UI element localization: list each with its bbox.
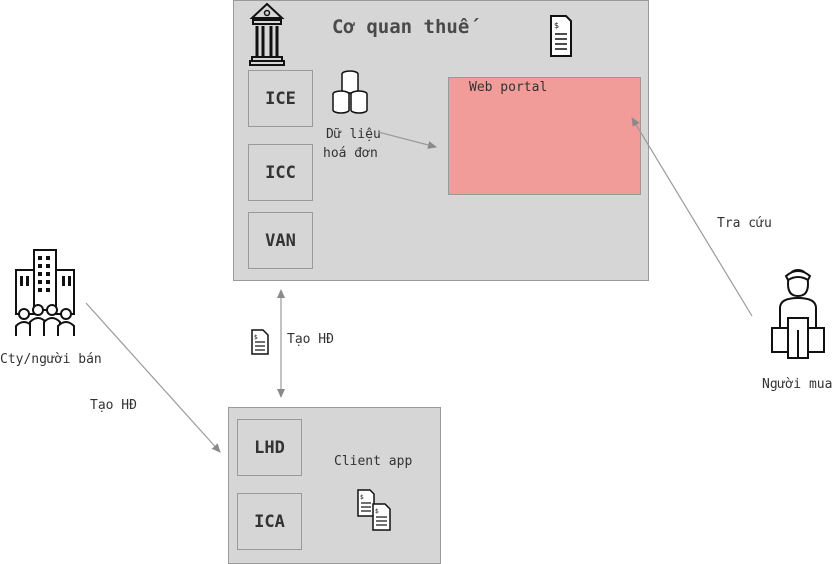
buyer-label: Người mua — [762, 377, 833, 392]
edge-label-buyer-to-portal: Tra cứu — [717, 216, 772, 231]
module-ica: ICA — [237, 493, 302, 550]
edge-label-seller-to-client: Tạo HĐ — [90, 398, 137, 413]
arrow-invoice-data-to-portal — [377, 131, 437, 149]
government-building-icon — [249, 2, 285, 66]
module-lhd: LHD — [237, 419, 302, 476]
invoice-document-icon: $ — [550, 15, 572, 57]
invoice-data-label-line2: hoá đơn — [323, 146, 378, 161]
invoice-documents-icon: $ $ — [357, 489, 391, 531]
web-portal-box — [448, 77, 641, 195]
arrow-seller-to-client — [85, 302, 221, 453]
svg-text:$: $ — [360, 494, 364, 501]
invoice-data-label-line1: Dữ liệu — [326, 127, 381, 142]
company-building-icon — [15, 249, 75, 336]
arrow-buyer-to-portal — [631, 117, 753, 317]
module-ice: ICE — [248, 70, 313, 127]
svg-text:$: $ — [254, 334, 258, 341]
module-van: VAN — [248, 212, 313, 269]
web-portal-label: Web portal — [469, 80, 548, 95]
database-icon — [332, 70, 368, 114]
edge-label-client-to-tax: Tạo HĐ — [287, 332, 334, 347]
module-icc: ICC — [248, 144, 313, 201]
seller-label: Cty/người bán — [0, 352, 102, 367]
shopping-person-icon — [771, 268, 825, 359]
svg-text:$: $ — [375, 508, 379, 515]
svg-text:$: $ — [554, 21, 559, 30]
tax-authority-title: Cơ quan thuế — [332, 16, 470, 38]
client-app-title: Client app — [334, 454, 413, 469]
create-invoice-document-icon: $ — [251, 329, 269, 355]
